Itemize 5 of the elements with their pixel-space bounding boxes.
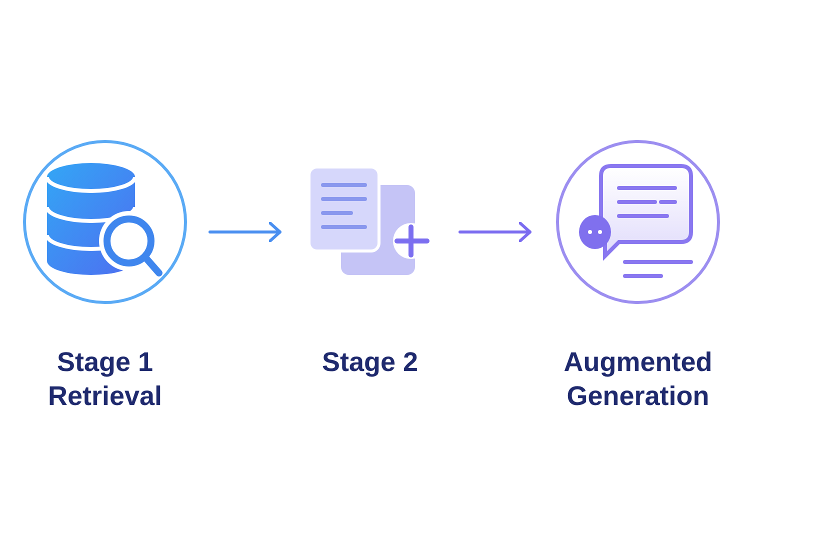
stage-label: Augmented Generation [562,346,714,413]
stage-label: Stage 1 Retrieval [46,346,164,413]
arrow [458,222,532,242]
stage-label: Stage 2 [320,346,420,379]
arrow [208,222,282,242]
